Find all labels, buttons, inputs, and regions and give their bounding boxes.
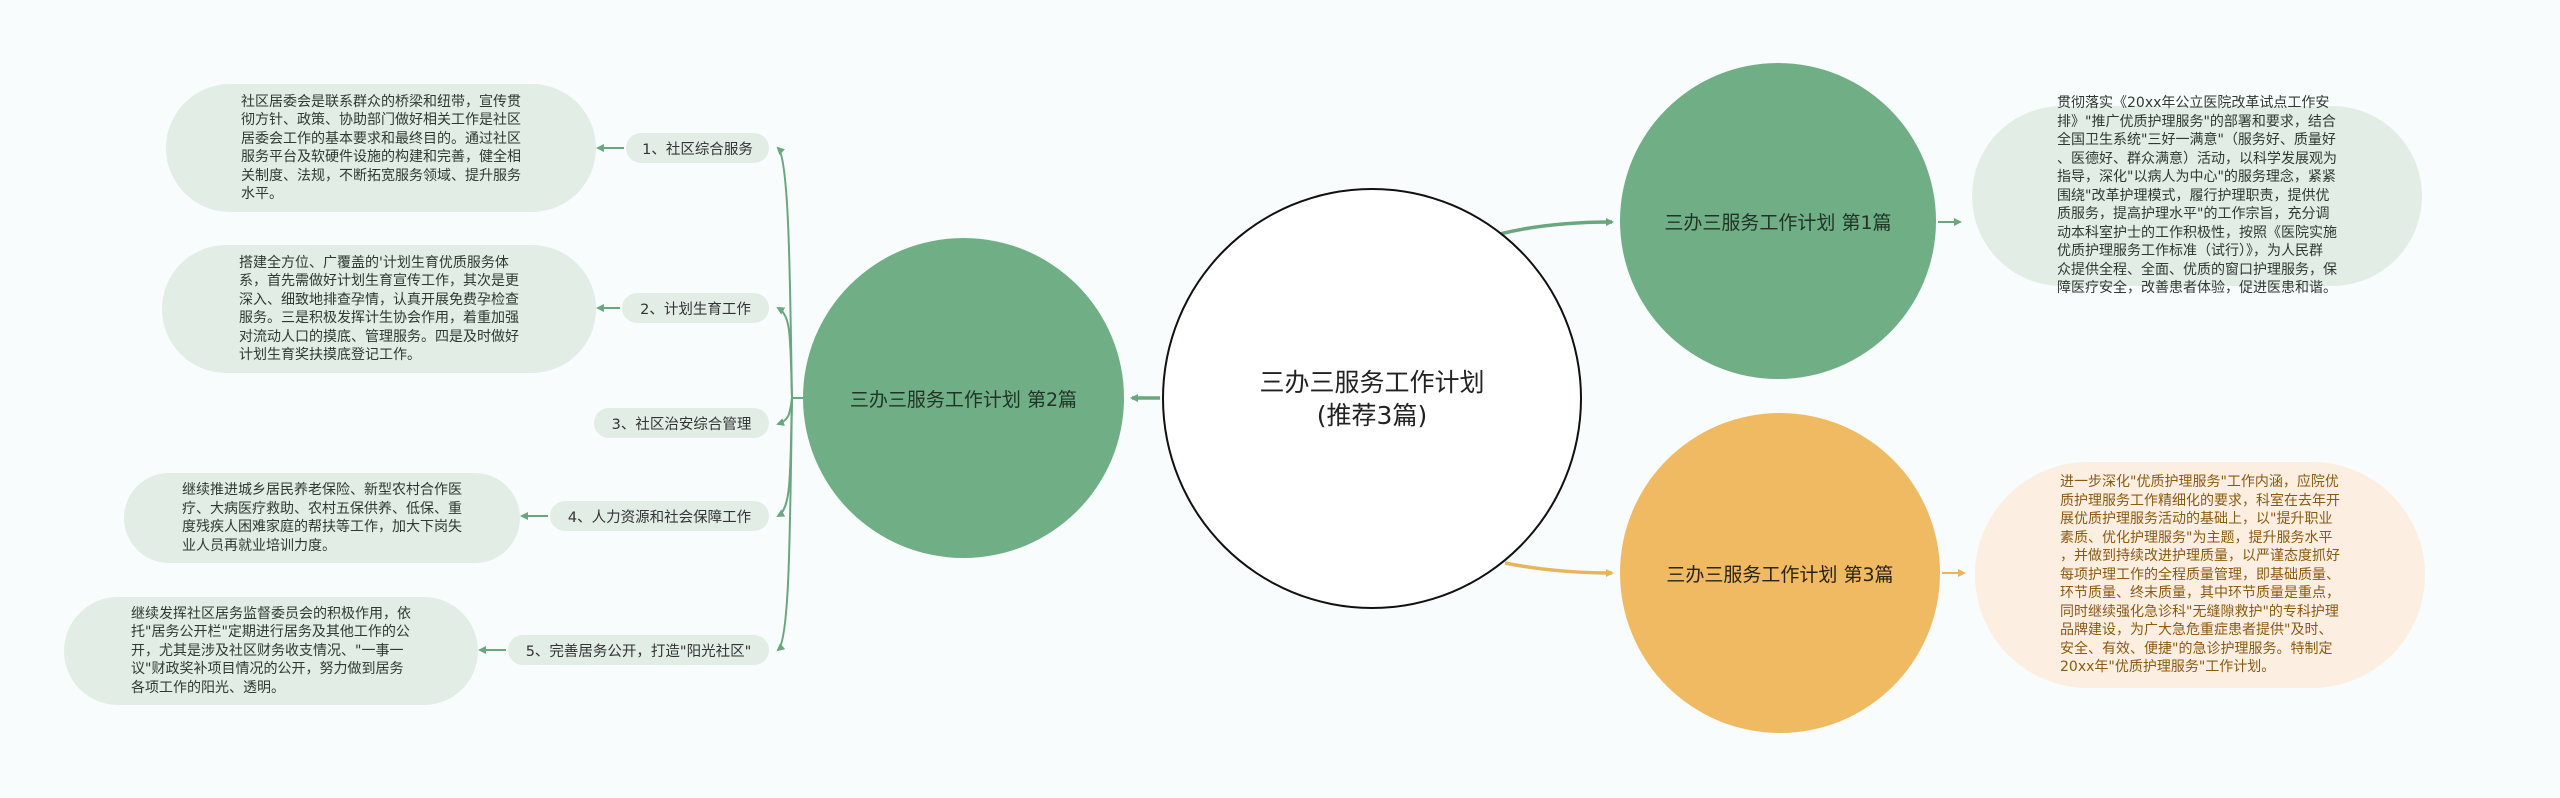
subtopic-1-label: 1、社区综合服务 [642,141,753,158]
subtopic-1-detail-text: 社区居委会是联系群众的桥梁和纽带，宣传贯 彻方针、政策、协助部门做好相关工作是社… [241,93,521,203]
subtopic-3[interactable]: 3、社区治安综合管理 [594,408,769,438]
root-topic[interactable]: 三办三服务工作计划(推荐3篇) [1162,188,1582,609]
subtopic-2-detail-text: 搭建全方位、广覆盖的'计划生育优质服务体 系，首先需做好计划生育宣传工作，其次是… [239,254,519,364]
subtopic-5-detail-text: 继续发挥社区居务监督委员会的积极作用，依 托"居务公开栏"定期进行居务及其他工作… [131,605,411,696]
branch-3-detail-text: 进一步深化"优质护理服务"工作内涵，应院优 质护理服务工作精细化的要求，科室在去… [2060,474,2340,676]
subtopic-5-detail[interactable]: 继续发挥社区居务监督委员会的积极作用，依 托"居务公开栏"定期进行居务及其他工作… [64,597,478,705]
branch-topic-3[interactable]: 三办三服务工作计划 第3篇 [1620,413,1940,733]
subtopic-4-detail-text: 继续推进城乡居民养老保险、新型农村合作医 疗、大病医疗救助、农村五保供养、低保、… [182,482,462,554]
subtopic-1-detail[interactable]: 社区居委会是联系群众的桥梁和纽带，宣传贯 彻方针、政策、协助部门做好相关工作是社… [166,84,596,212]
branch-1-detail[interactable]: 贯彻落实《20xx年公立医院改革试点工作安 排》"推广优质护理服务"的部署和要求… [1972,95,2422,296]
subtopic-4-detail[interactable]: 继续推进城乡居民养老保险、新型农村合作医 疗、大病医疗救助、农村五保供养、低保、… [124,473,520,563]
root-title: 三办三服务工作计划(推荐3篇) [1259,367,1485,430]
branch-topic-1[interactable]: 三办三服务工作计划 第1篇 [1620,63,1936,379]
subtopic-3-label: 3、社区治安综合管理 [611,416,752,433]
subtopic-4-label: 4、人力资源和社会保障工作 [567,509,752,526]
subtopic-2[interactable]: 2、计划生育工作 [622,293,769,323]
branch-1-title: 三办三服务工作计划 第1篇 [1664,211,1892,234]
branch-1-detail-text: 贯彻落实《20xx年公立医院改革试点工作安 排》"推广优质护理服务"的部署和要求… [2057,95,2337,297]
subtopic-4[interactable]: 4、人力资源和社会保障工作 [550,501,769,531]
subtopic-2-label: 2、计划生育工作 [640,301,751,318]
branch-3-detail[interactable]: 进一步深化"优质护理服务"工作内涵，应院优 质护理服务工作精细化的要求，科室在去… [1975,462,2425,688]
subtopic-5[interactable]: 5、完善居务公开，打造"阳光社区" [508,635,769,665]
branch-topic-2[interactable]: 三办三服务工作计划 第2篇 [803,238,1124,558]
subtopic-5-label: 5、完善居务公开，打造"阳光社区" [525,643,752,660]
branch-2-title: 三办三服务工作计划 第2篇 [849,388,1078,411]
subtopic-2-detail[interactable]: 搭建全方位、广覆盖的'计划生育优质服务体 系，首先需做好计划生育宣传工作，其次是… [162,245,596,373]
branch-3-title: 三办三服务工作计划 第3篇 [1666,563,1894,586]
subtopic-1[interactable]: 1、社区综合服务 [626,133,769,163]
